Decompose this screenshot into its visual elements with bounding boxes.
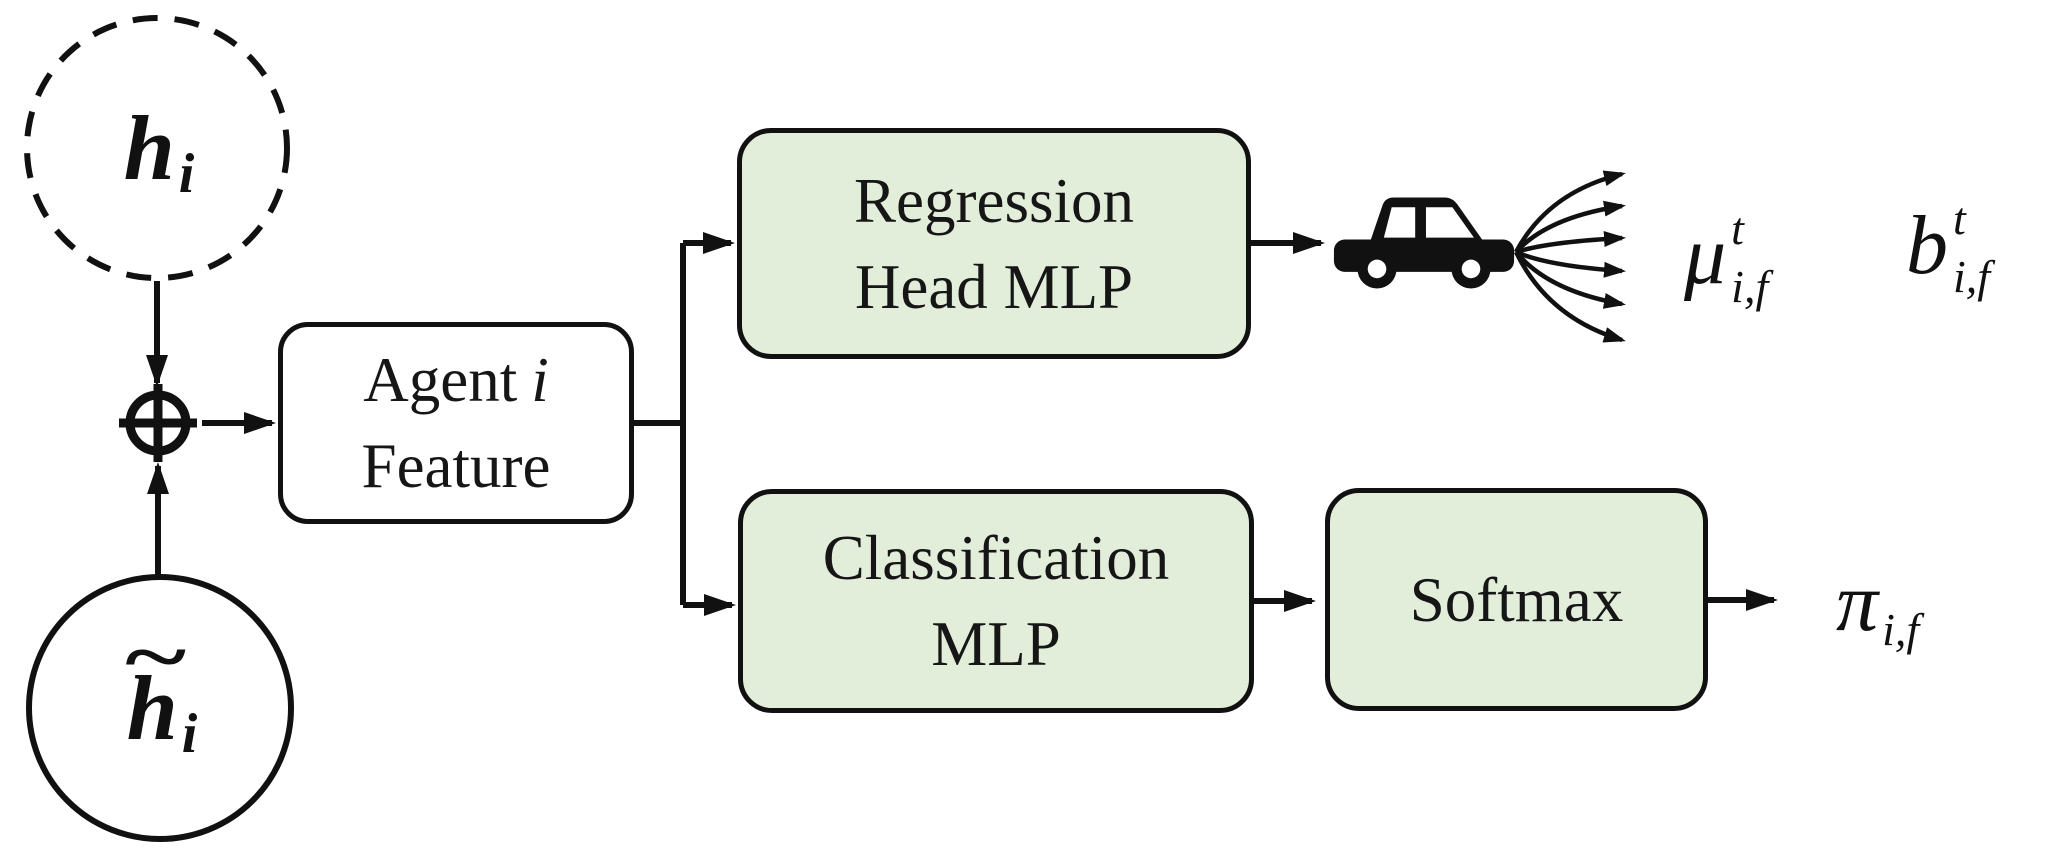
- b-symbol: b: [1906, 199, 1948, 292]
- agent-feature-word2: Feature: [361, 431, 551, 501]
- classification-line2: MLP: [931, 609, 1061, 679]
- classification-box: Classification MLP: [738, 489, 1254, 713]
- tilde-accent: ~: [120, 613, 188, 700]
- trajectory-fan-arrows: [1513, 170, 1626, 343]
- agent-index-var: i: [531, 345, 549, 415]
- regression-head-label: Regression Head MLP: [854, 158, 1134, 330]
- agent-feature-word: Agent: [363, 345, 518, 415]
- car-icon: [1331, 190, 1517, 294]
- regression-head-box: Regression Head MLP: [737, 128, 1251, 359]
- b-output-label: b t i,f: [1906, 186, 1990, 306]
- regression-line1: Regression: [854, 165, 1134, 236]
- mu-output-label: μ t i,f: [1684, 196, 1768, 316]
- regression-line2: Head MLP: [854, 251, 1134, 322]
- pi-output-label: π i,f: [1836, 548, 1919, 658]
- h-symbol: h: [123, 97, 175, 199]
- pi-subscript: i,f: [1882, 603, 1920, 655]
- connector-agent-to-branch: [634, 243, 686, 605]
- pi-symbol: π: [1836, 556, 1879, 649]
- mu-subscript: i,f: [1731, 261, 1769, 312]
- b-subscript: i,f: [1953, 251, 1991, 302]
- classification-line1: Classification: [822, 523, 1170, 593]
- softmax-box: Softmax: [1325, 488, 1708, 711]
- classification-label: Classification MLP: [823, 515, 1169, 687]
- h-tilde-subscript: i: [181, 703, 198, 765]
- h-subscript: i: [178, 143, 195, 205]
- circled-plus-icon: [119, 384, 197, 462]
- b-superscript: t: [1953, 193, 1966, 244]
- mu-symbol: μ: [1684, 209, 1727, 302]
- softmax-label: Softmax: [1409, 564, 1624, 635]
- h-tilde-symbol: ~h: [121, 618, 188, 755]
- mu-superscript: t: [1731, 203, 1744, 254]
